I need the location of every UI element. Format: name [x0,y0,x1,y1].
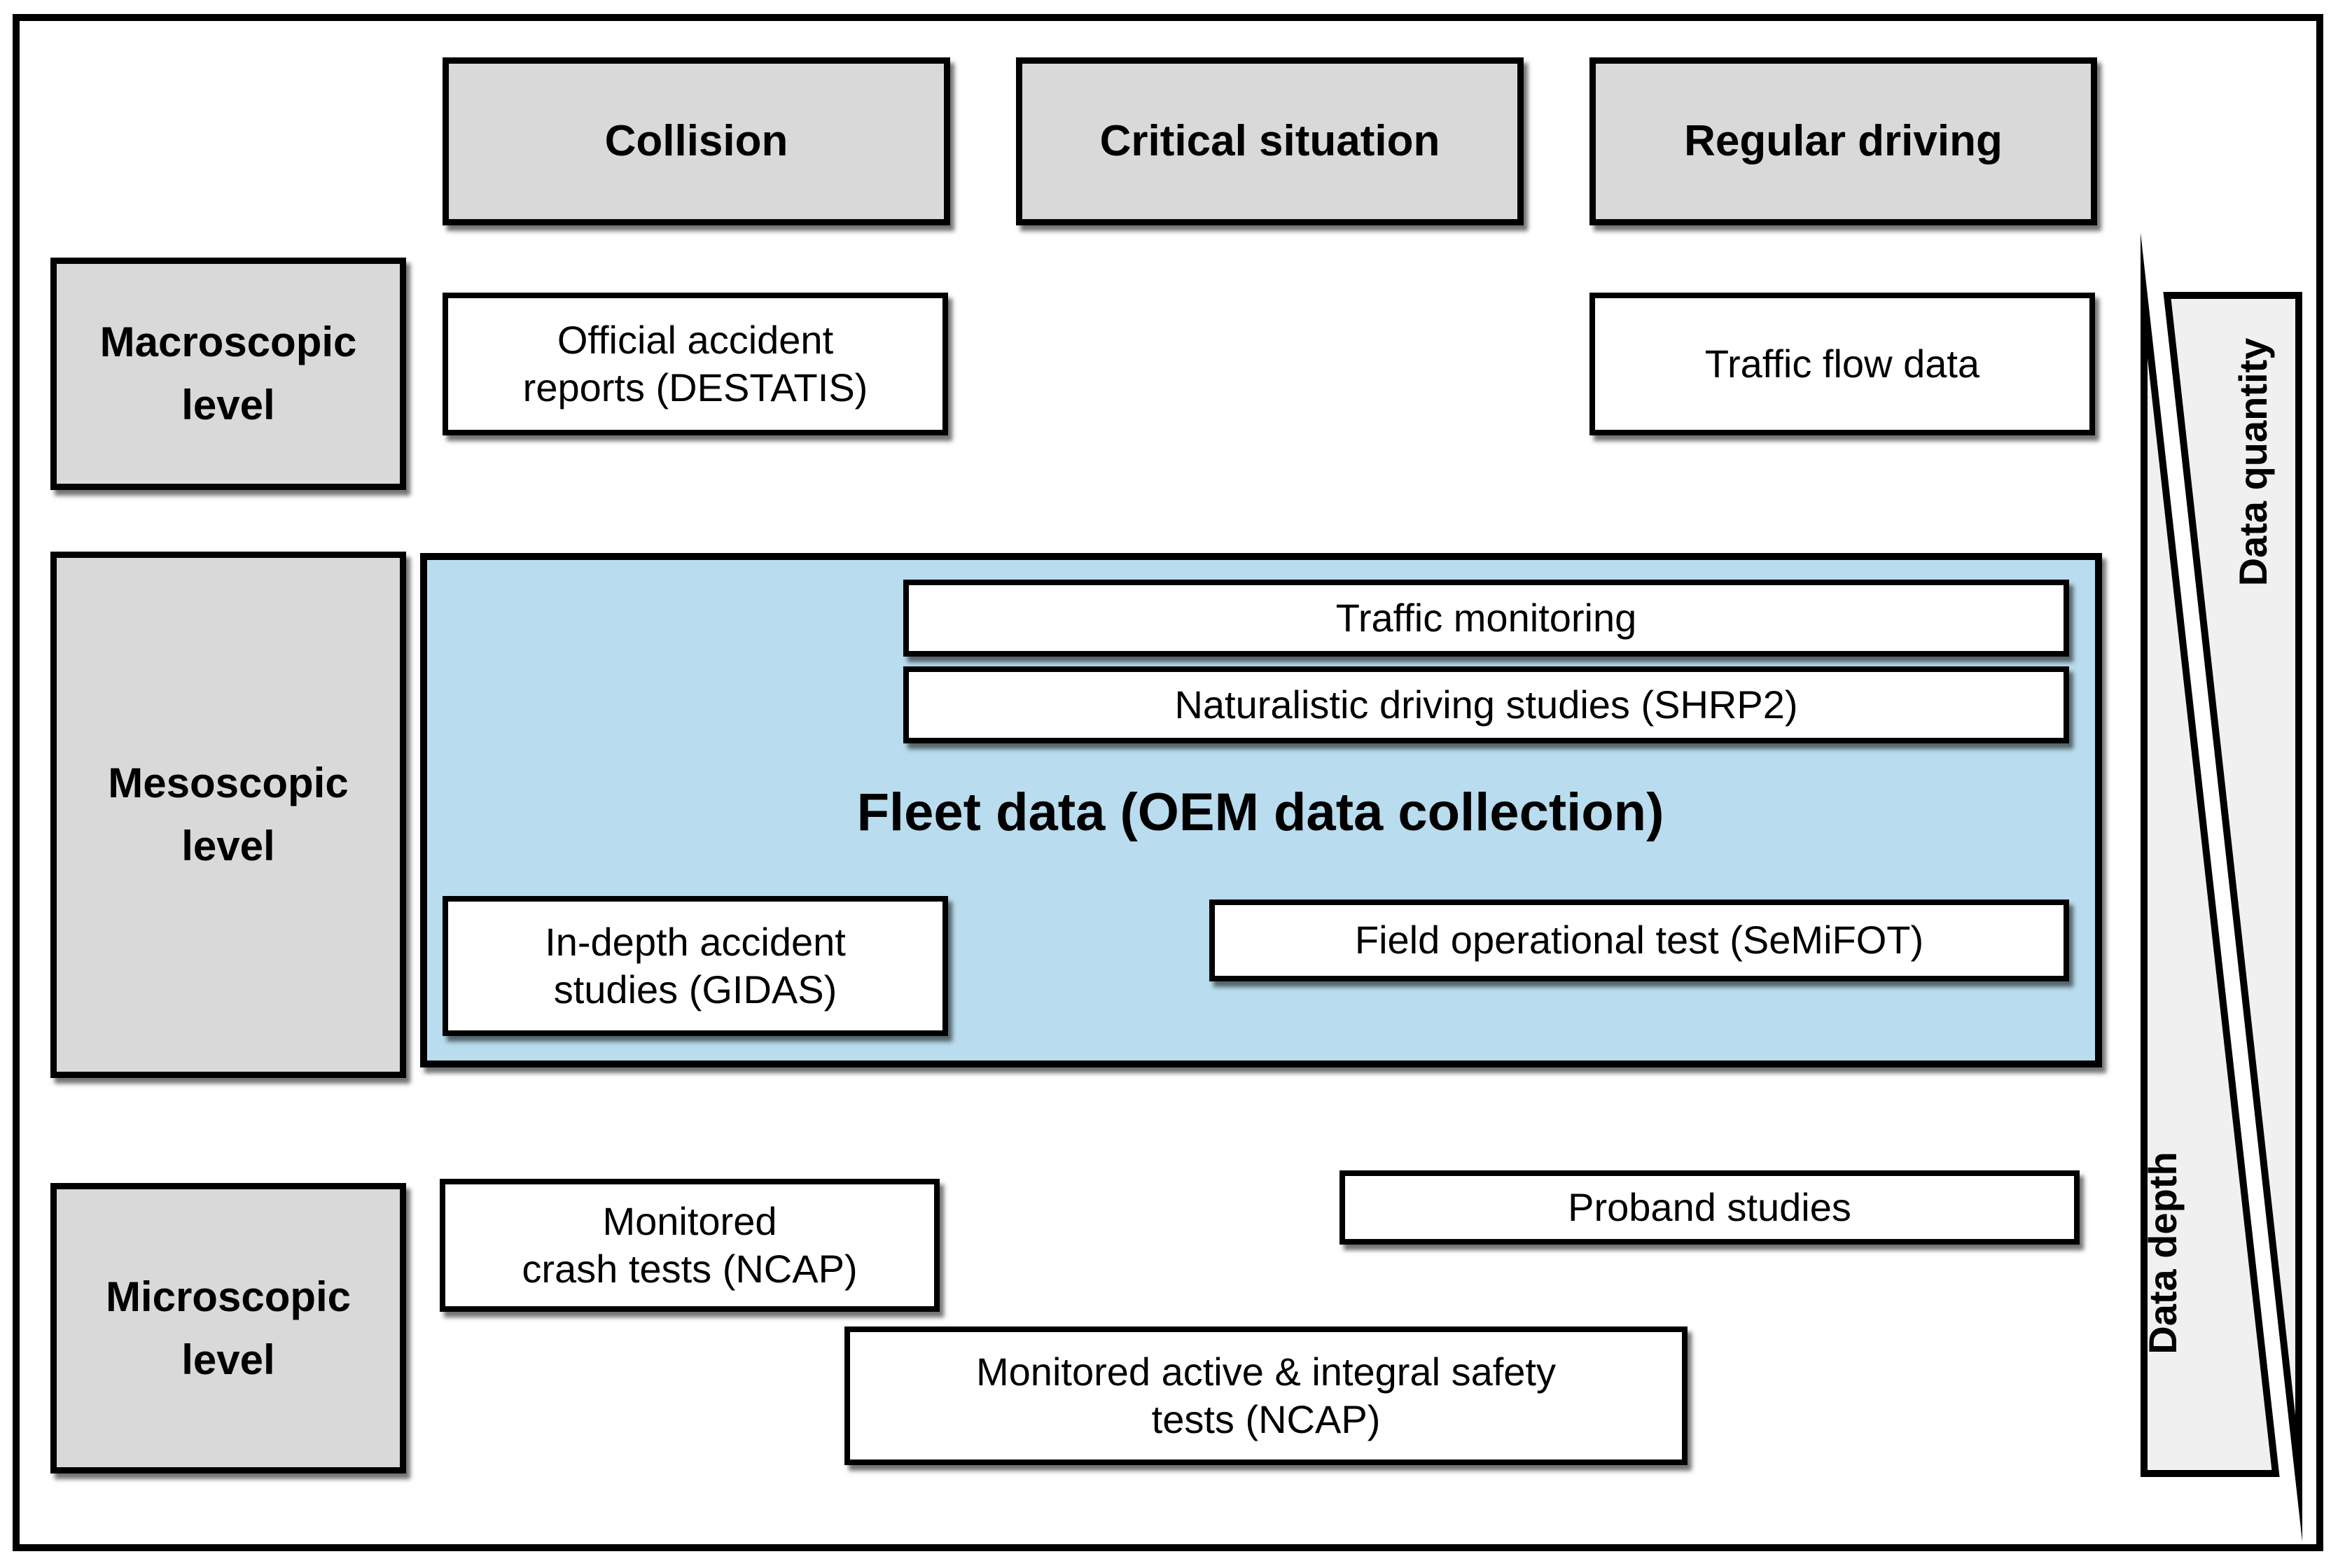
data-quantity-wedge [2163,292,2302,1542]
data-depth-wedge [2141,232,2280,1477]
box-official-accident-reports: Official accident reports (DESTATIS) [443,293,948,435]
data-depth-label: Data depth [2141,1152,2185,1354]
level-microscopic: Microscopic level [50,1183,406,1474]
level-mesoscopic: Mesoscopic level [50,552,406,1078]
level-macroscopic: Macroscopic level [50,258,406,490]
box-in-depth-accident-studies: In-depth accident studies (GIDAS) [443,896,948,1036]
box-monitored-active-safety-tests: Monitored active & integral safety tests… [844,1326,1688,1465]
data-axes-wedges: Data quantity Data depth [2141,232,2302,1542]
box-monitored-crash-tests: Monitored crash tests (NCAP) [440,1179,940,1312]
fleet-data-label: Fleet data (OEM data collection) [856,782,1664,842]
box-traffic-flow-data: Traffic flow data [1589,293,2095,435]
box-traffic-monitoring: Traffic monitoring [903,580,2069,657]
outer-frame [13,14,2323,1551]
column-header-critical-situation: Critical situation [1016,57,1524,225]
data-quantity-label: Data quantity [2231,338,2275,587]
box-proband-studies: Proband studies [1340,1170,2080,1245]
column-header-collision: Collision [443,57,950,225]
box-naturalistic-driving-studies: Naturalistic driving studies (SHRP2) [903,666,2069,743]
box-field-operational-test: Field operational test (SeMiFOT) [1209,899,2069,981]
column-header-regular-driving: Regular driving [1589,57,2097,225]
